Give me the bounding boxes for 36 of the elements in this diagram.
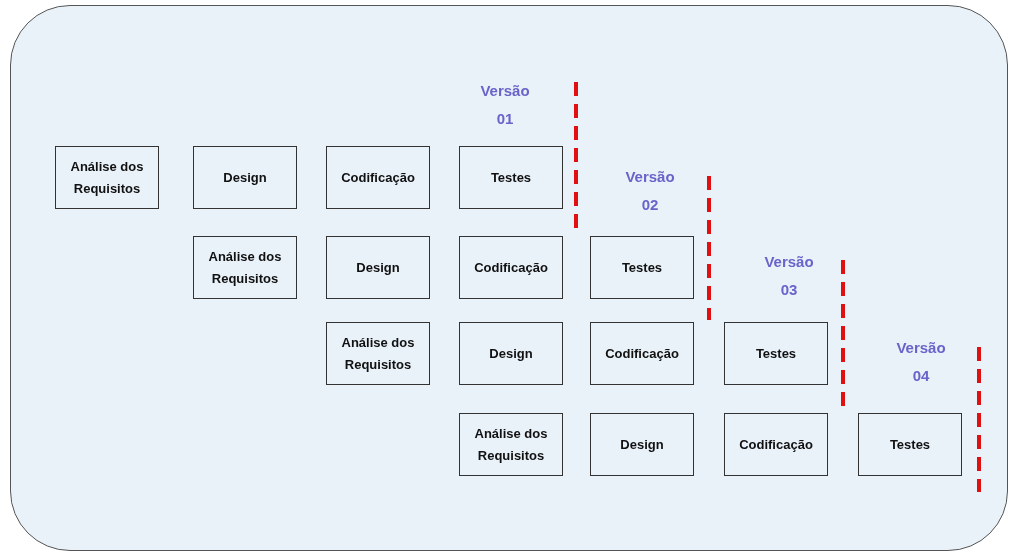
process-box bbox=[724, 413, 828, 476]
process-box bbox=[326, 146, 430, 209]
step-label: Design bbox=[488, 344, 534, 363]
step-label: Análise dos Requisitos bbox=[340, 333, 416, 374]
process-box bbox=[193, 236, 297, 299]
step-label: Análise dos Requisitos bbox=[207, 247, 283, 288]
process-box bbox=[590, 413, 694, 476]
process-box bbox=[590, 236, 694, 299]
process-box bbox=[193, 146, 297, 209]
version-label: Versão 01 bbox=[479, 81, 531, 129]
process-box bbox=[55, 146, 159, 209]
step-label: Análise dos Requisitos bbox=[473, 424, 549, 465]
step-label: Design bbox=[222, 168, 268, 187]
step-label: Testes bbox=[620, 258, 664, 277]
step-label: Codificação bbox=[604, 344, 680, 363]
process-box bbox=[459, 236, 563, 299]
process-box bbox=[459, 146, 563, 209]
process-box bbox=[326, 236, 430, 299]
process-box bbox=[459, 413, 563, 476]
step-label: Análise dos Requisitos bbox=[69, 157, 145, 198]
step-label: Codificação bbox=[738, 435, 814, 454]
step-label: Codificação bbox=[340, 168, 416, 187]
step-label: Testes bbox=[754, 344, 798, 363]
step-label: Design bbox=[355, 258, 401, 277]
step-label: Design bbox=[619, 435, 665, 454]
process-box bbox=[459, 322, 563, 385]
step-label: Testes bbox=[888, 435, 932, 454]
process-box bbox=[326, 322, 430, 385]
version-label: Versão 04 bbox=[895, 338, 947, 386]
version-label: Versão 02 bbox=[624, 167, 676, 215]
process-box bbox=[724, 322, 828, 385]
process-box bbox=[858, 413, 962, 476]
step-label: Testes bbox=[489, 168, 533, 187]
process-box bbox=[590, 322, 694, 385]
version-label: Versão 03 bbox=[763, 252, 815, 300]
step-label: Codificação bbox=[473, 258, 549, 277]
